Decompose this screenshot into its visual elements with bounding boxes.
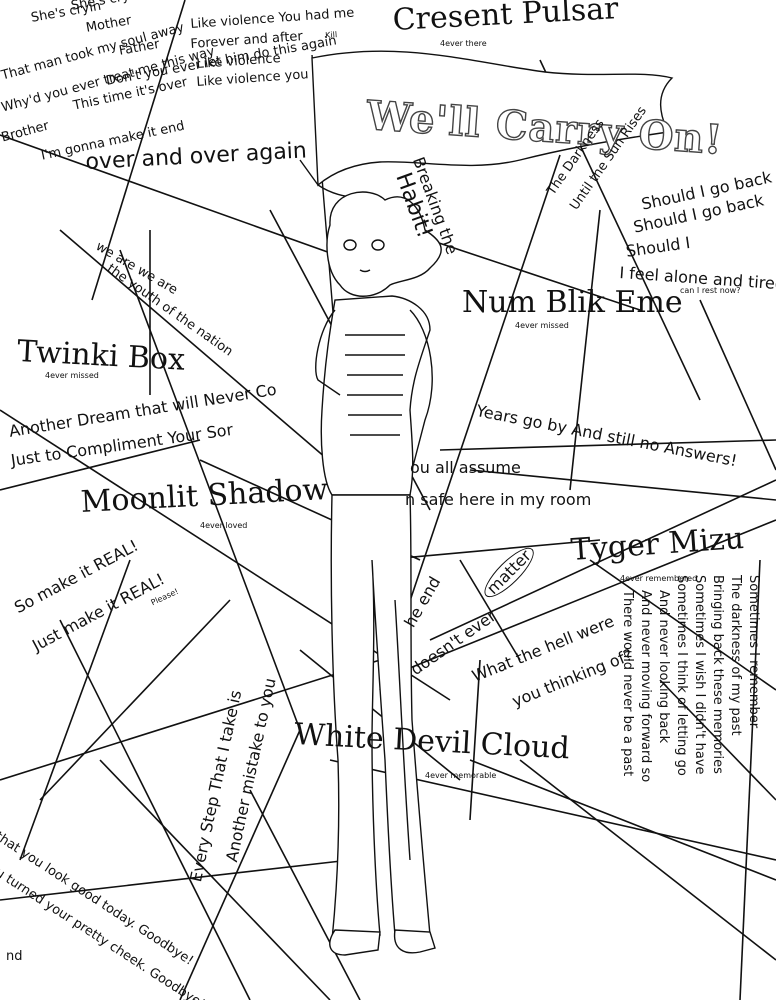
lyric-line: n safe here in my room xyxy=(405,490,592,509)
name-subtitle: 4ever remembered xyxy=(620,574,698,583)
lyric-line: Bringing back these memories xyxy=(710,575,725,774)
name-subtitle: 4ever missed xyxy=(45,371,99,380)
banner-flag xyxy=(311,50,674,187)
name-subtitle: 4ever missed xyxy=(515,321,569,330)
name-twinki-box: Twinki Box xyxy=(16,334,186,378)
name-num-blik-eme: Num Blik Eme xyxy=(462,285,683,320)
name-subtitle: 4ever there xyxy=(440,39,487,48)
lyric-line: And never moving forward so xyxy=(638,590,653,783)
lyric-line: Sometimes I wish I didn't have xyxy=(692,575,707,775)
lyric-line: The darkness of my past xyxy=(728,575,743,736)
name-subtitle: 4ever memorable xyxy=(425,771,497,780)
lyric-line: There would never be a past xyxy=(620,590,635,777)
lyric-line: ou all assume xyxy=(410,458,521,477)
lyric-line: nd xyxy=(6,949,23,964)
lyric-line: can I rest now? xyxy=(680,286,741,295)
lyric-line: Sometimes I remember xyxy=(746,575,761,729)
lyric-line: Kill xyxy=(324,30,338,40)
lyric-line: And never looking back xyxy=(656,590,671,744)
name-subtitle: 4ever loved xyxy=(200,521,248,530)
lyric-line: Sometimes I think of letting go xyxy=(674,575,689,776)
